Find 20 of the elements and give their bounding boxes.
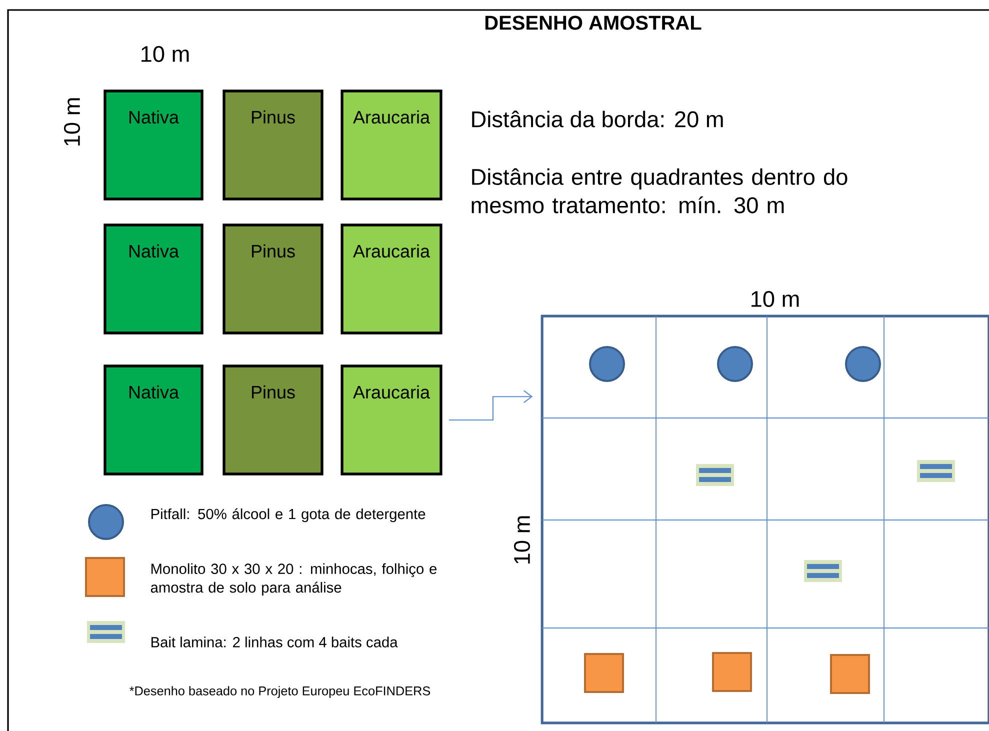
plot-grid xyxy=(540,314,989,724)
note-text: Distância da borda: 20 m xyxy=(472,110,723,128)
treatment-plot: Pinus xyxy=(222,90,324,200)
legend-text: Bait lamina: 2 linhas com 4 baits cada xyxy=(151,636,398,648)
treatment-plot: Nativa xyxy=(104,224,204,334)
note-text: Distância entre quadrantes dentro do mesmo tratamento: mín. 30 m xyxy=(472,168,848,214)
treatment-plot: Pinus xyxy=(222,364,324,476)
treatment-plot: Araucaria xyxy=(340,90,442,200)
dimension-label: 10 m xyxy=(64,98,80,146)
treatment-plot: Araucaria xyxy=(340,364,442,476)
treatment-plot: Nativa xyxy=(104,90,204,200)
treatment-plot: Araucaria xyxy=(340,224,442,334)
legend-text: Monolito 30 x 30 x 20 : minhocas, folhiço e amostra de solo para análise xyxy=(150,563,437,596)
title: DESENHO AMOSTRAL xyxy=(485,16,702,30)
treatment-plot: Nativa xyxy=(104,364,204,476)
treatment-plot: Pinus xyxy=(222,224,324,334)
arrow xyxy=(448,390,533,421)
dimension-label: 10 m xyxy=(142,46,189,62)
footnote: *Desenho baseado no Projeto Europeu EcoFINDERS xyxy=(130,686,430,698)
legend-text: Pitfall: 50% álcool e 1 gota de detergente xyxy=(151,508,426,522)
